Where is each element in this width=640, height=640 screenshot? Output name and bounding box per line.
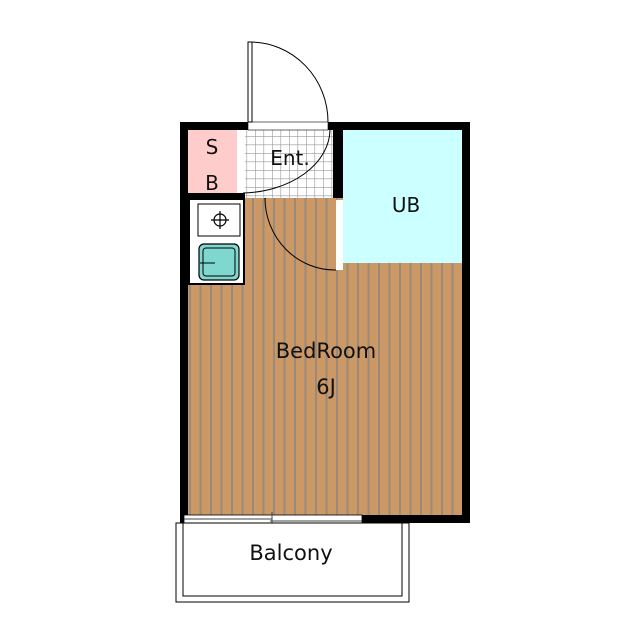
balcony	[175, 522, 410, 603]
window-track	[184, 512, 362, 523]
entrance-floor	[245, 130, 333, 198]
entrance-door-leaf	[247, 41, 253, 123]
bedroom-size: 6J	[316, 375, 336, 399]
balcony-label: Balcony	[249, 541, 332, 565]
storage-door-swing	[242, 129, 331, 194]
bedroom-label: BedRoom	[276, 339, 376, 363]
bedroom-door-swing	[264, 197, 337, 271]
storage-label-bottom: B	[205, 171, 219, 195]
balcony-inner	[182, 522, 403, 597]
bath-room	[343, 130, 462, 263]
entrance-label: Ent.	[270, 146, 310, 170]
storage-room	[188, 130, 237, 193]
burner-icon	[211, 211, 229, 229]
storage-label-top: S	[206, 135, 219, 159]
sink-basin	[202, 247, 236, 277]
sink	[198, 243, 240, 281]
bath-label: UB	[392, 193, 420, 217]
entrance-door-swing	[249, 41, 329, 123]
bedroom-door-frame	[336, 200, 343, 270]
entrance-door[interactable]	[247, 121, 329, 131]
storage-door[interactable]	[237, 130, 245, 193]
